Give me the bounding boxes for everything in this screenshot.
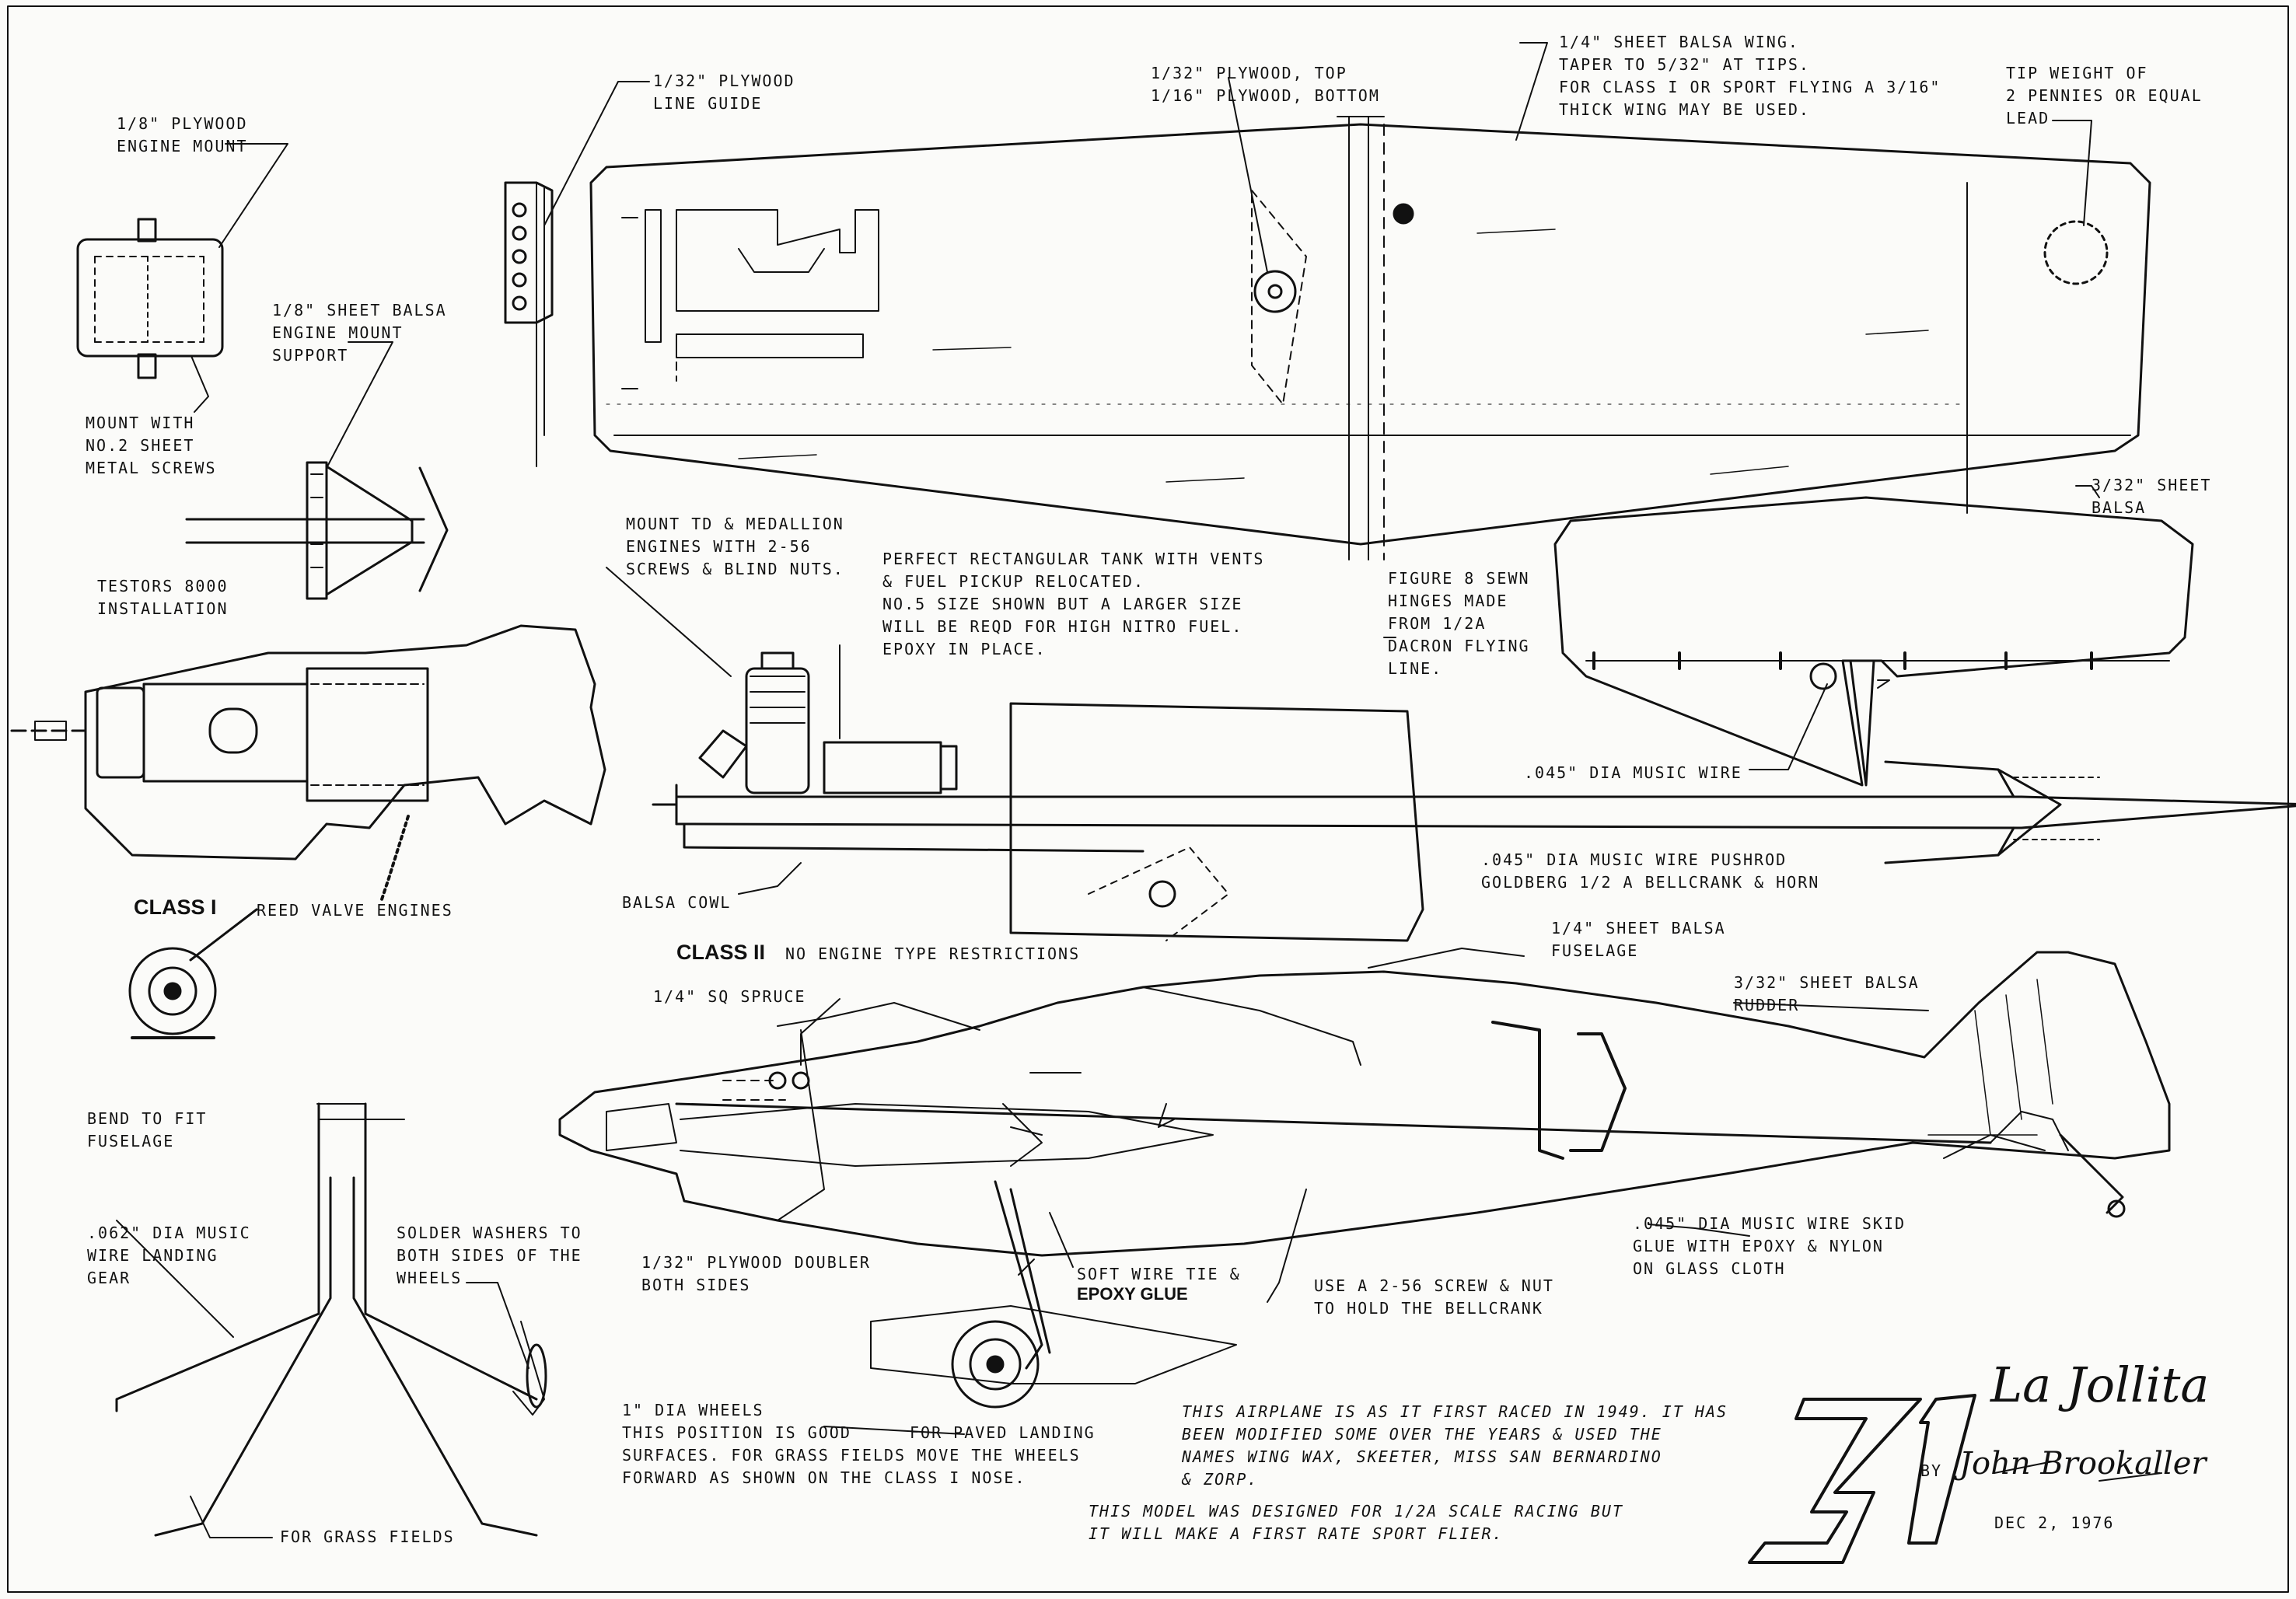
note-soft-wire-tie: SOFT WIRE TIE & — [1077, 1265, 1241, 1283]
note-rudder-sheet: 3/32" SHEET BALSA RUDDER — [1734, 973, 1920, 1014]
class2-description: NO ENGINE TYPE RESTRICTIONS — [785, 944, 1081, 963]
leader-line — [466, 1282, 529, 1369]
landing-gear-drawing — [115, 1102, 547, 1537]
leader-line — [218, 143, 288, 248]
class2-label: CLASS II — [676, 941, 766, 964]
note-stab-sheet: 3/32" SHEET BALSA — [2092, 476, 2212, 517]
note-music-wire: .045" DIA MUSIC WIRE — [1524, 763, 1742, 782]
leader-line — [1368, 948, 1525, 969]
leader-line — [823, 1426, 965, 1435]
note-engine-mount-support: 1/8" SHEET BALSA ENGINE MOUNT SUPPORT — [272, 301, 447, 365]
leader-line — [738, 862, 802, 895]
race-number-drawing — [1748, 1394, 1976, 1564]
note-design: THIS MODEL WAS DESIGNED FOR 1/2A SCALE R… — [1089, 1502, 1624, 1543]
plan-title: La Jollita — [1990, 1356, 2210, 1413]
leader-line — [1515, 42, 1548, 141]
wing-drawing — [589, 116, 2151, 560]
leader-line — [1049, 1212, 1074, 1268]
leader-line — [326, 341, 393, 469]
note-history: THIS AIRPLANE IS AS IT FIRST RACED IN 19… — [1182, 1402, 1728, 1489]
side-view-fuselage — [558, 951, 2171, 1257]
leader-line — [1018, 1259, 1035, 1276]
note-grass-fields: FOR GRASS FIELDS — [280, 1527, 455, 1546]
note-solder-washers: SOLDER WASHERS TO BOTH SIDES OF THE WHEE… — [397, 1224, 582, 1287]
note-hinges: FIGURE 8 SEWN HINGES MADE FROM 1/2A DACR… — [1388, 569, 1530, 678]
leader-line — [1733, 1002, 1929, 1011]
note-testors-installation: TESTORS 8000 INSTALLATION — [97, 577, 229, 618]
stabilizer-drawing — [1553, 496, 2194, 787]
leader-line — [800, 998, 840, 1066]
note-paved-landing: FOR PAVED LANDING — [910, 1423, 1096, 1442]
class1-label: CLASS I — [134, 896, 217, 919]
note-balsa-cowl: BALSA COWL — [622, 893, 732, 912]
leader-line — [116, 1220, 234, 1338]
leader-line — [606, 567, 732, 677]
note-line-guide: 1/32" PLYWOOD LINE GUIDE — [653, 72, 795, 113]
note-spruce: 1/4" SQ SPRUCE — [653, 987, 806, 1006]
note-landing-gear-wire: .062" DIA MUSIC WIRE LANDING GEAR — [87, 1224, 251, 1287]
leader-line — [2052, 120, 2092, 226]
class1-wheel-drawing — [128, 908, 258, 1039]
author-signature: John Brookaller — [1959, 1446, 2207, 1482]
note-pushrod: .045" DIA MUSIC WIRE PUSHROD GOLDBERG 1/… — [1481, 850, 1820, 892]
testors-installation-drawing — [185, 461, 449, 600]
note-tip-weight: TIP WEIGHT OF 2 PENNIES OR EQUAL LEAD — [2006, 64, 2203, 127]
note-mount-screws: MOUNT WITH NO.2 SHEET METAL SCREWS — [86, 414, 217, 477]
leader-line — [1648, 1224, 1750, 1237]
note-plywood-top-bottom: 1/32" PLYWOOD, TOP 1/16" PLYWOOD, BOTTOM — [1151, 64, 1380, 105]
class2-fuselage-top-view — [652, 702, 2296, 942]
note-bellcrank-screw: USE A 2-56 SCREW & NUT TO HOLD THE BELLC… — [1314, 1276, 1554, 1318]
leader-line — [1267, 1189, 1307, 1303]
note-mount-engines: MOUNT TD & MEDALLION ENGINES WITH 2-56 S… — [626, 515, 844, 578]
note-bend-to-fit: BEND TO FIT FUSELAGE — [87, 1109, 208, 1150]
plan-date: DEC 2, 1976 — [1994, 1513, 2115, 1532]
note-tank: PERFECT RECTANGULAR TANK WITH VENTS & FU… — [882, 550, 1265, 658]
note-epoxy-glue: EPOXY GLUE — [1077, 1284, 1188, 1304]
note-skid: .045" DIA MUSIC WIRE SKID GLUE WITH EPOX… — [1633, 1214, 1906, 1278]
leader-line — [1228, 77, 1268, 273]
note-engine-mount: 1/8" PLYWOOD ENGINE MOUNT — [117, 114, 248, 155]
leader-line — [543, 81, 650, 226]
engine-drawing — [698, 651, 958, 794]
byline-label: BY — [1920, 1461, 1943, 1480]
note-fuselage-sheet: 1/4" SHEET BALSA FUSELAGE — [1551, 919, 1726, 960]
note-wheels: 1" DIA WHEELS THIS POSITION IS GOOD SURF… — [622, 1401, 1081, 1487]
class1-description: REED VALVE ENGINES — [257, 901, 453, 920]
sheet-border — [7, 5, 2289, 1593]
leader-line — [190, 355, 209, 413]
signature-flourish — [1994, 1461, 2162, 1482]
note-wing: 1/4" SHEET BALSA WING. TAPER TO 5/32" AT… — [1559, 33, 1941, 119]
leader-line — [1749, 683, 1828, 770]
leader-line — [2075, 485, 2100, 498]
class1-nose-drawing — [10, 624, 606, 903]
line-guide-drawing — [504, 181, 554, 467]
note-plywood-doubler: 1/32" PLYWOOD DOUBLER BOTH SIDES — [641, 1253, 871, 1294]
engine-mount-drawing — [76, 218, 224, 379]
side-view-landing-gear — [870, 1180, 1237, 1409]
leader-line — [190, 1496, 273, 1538]
